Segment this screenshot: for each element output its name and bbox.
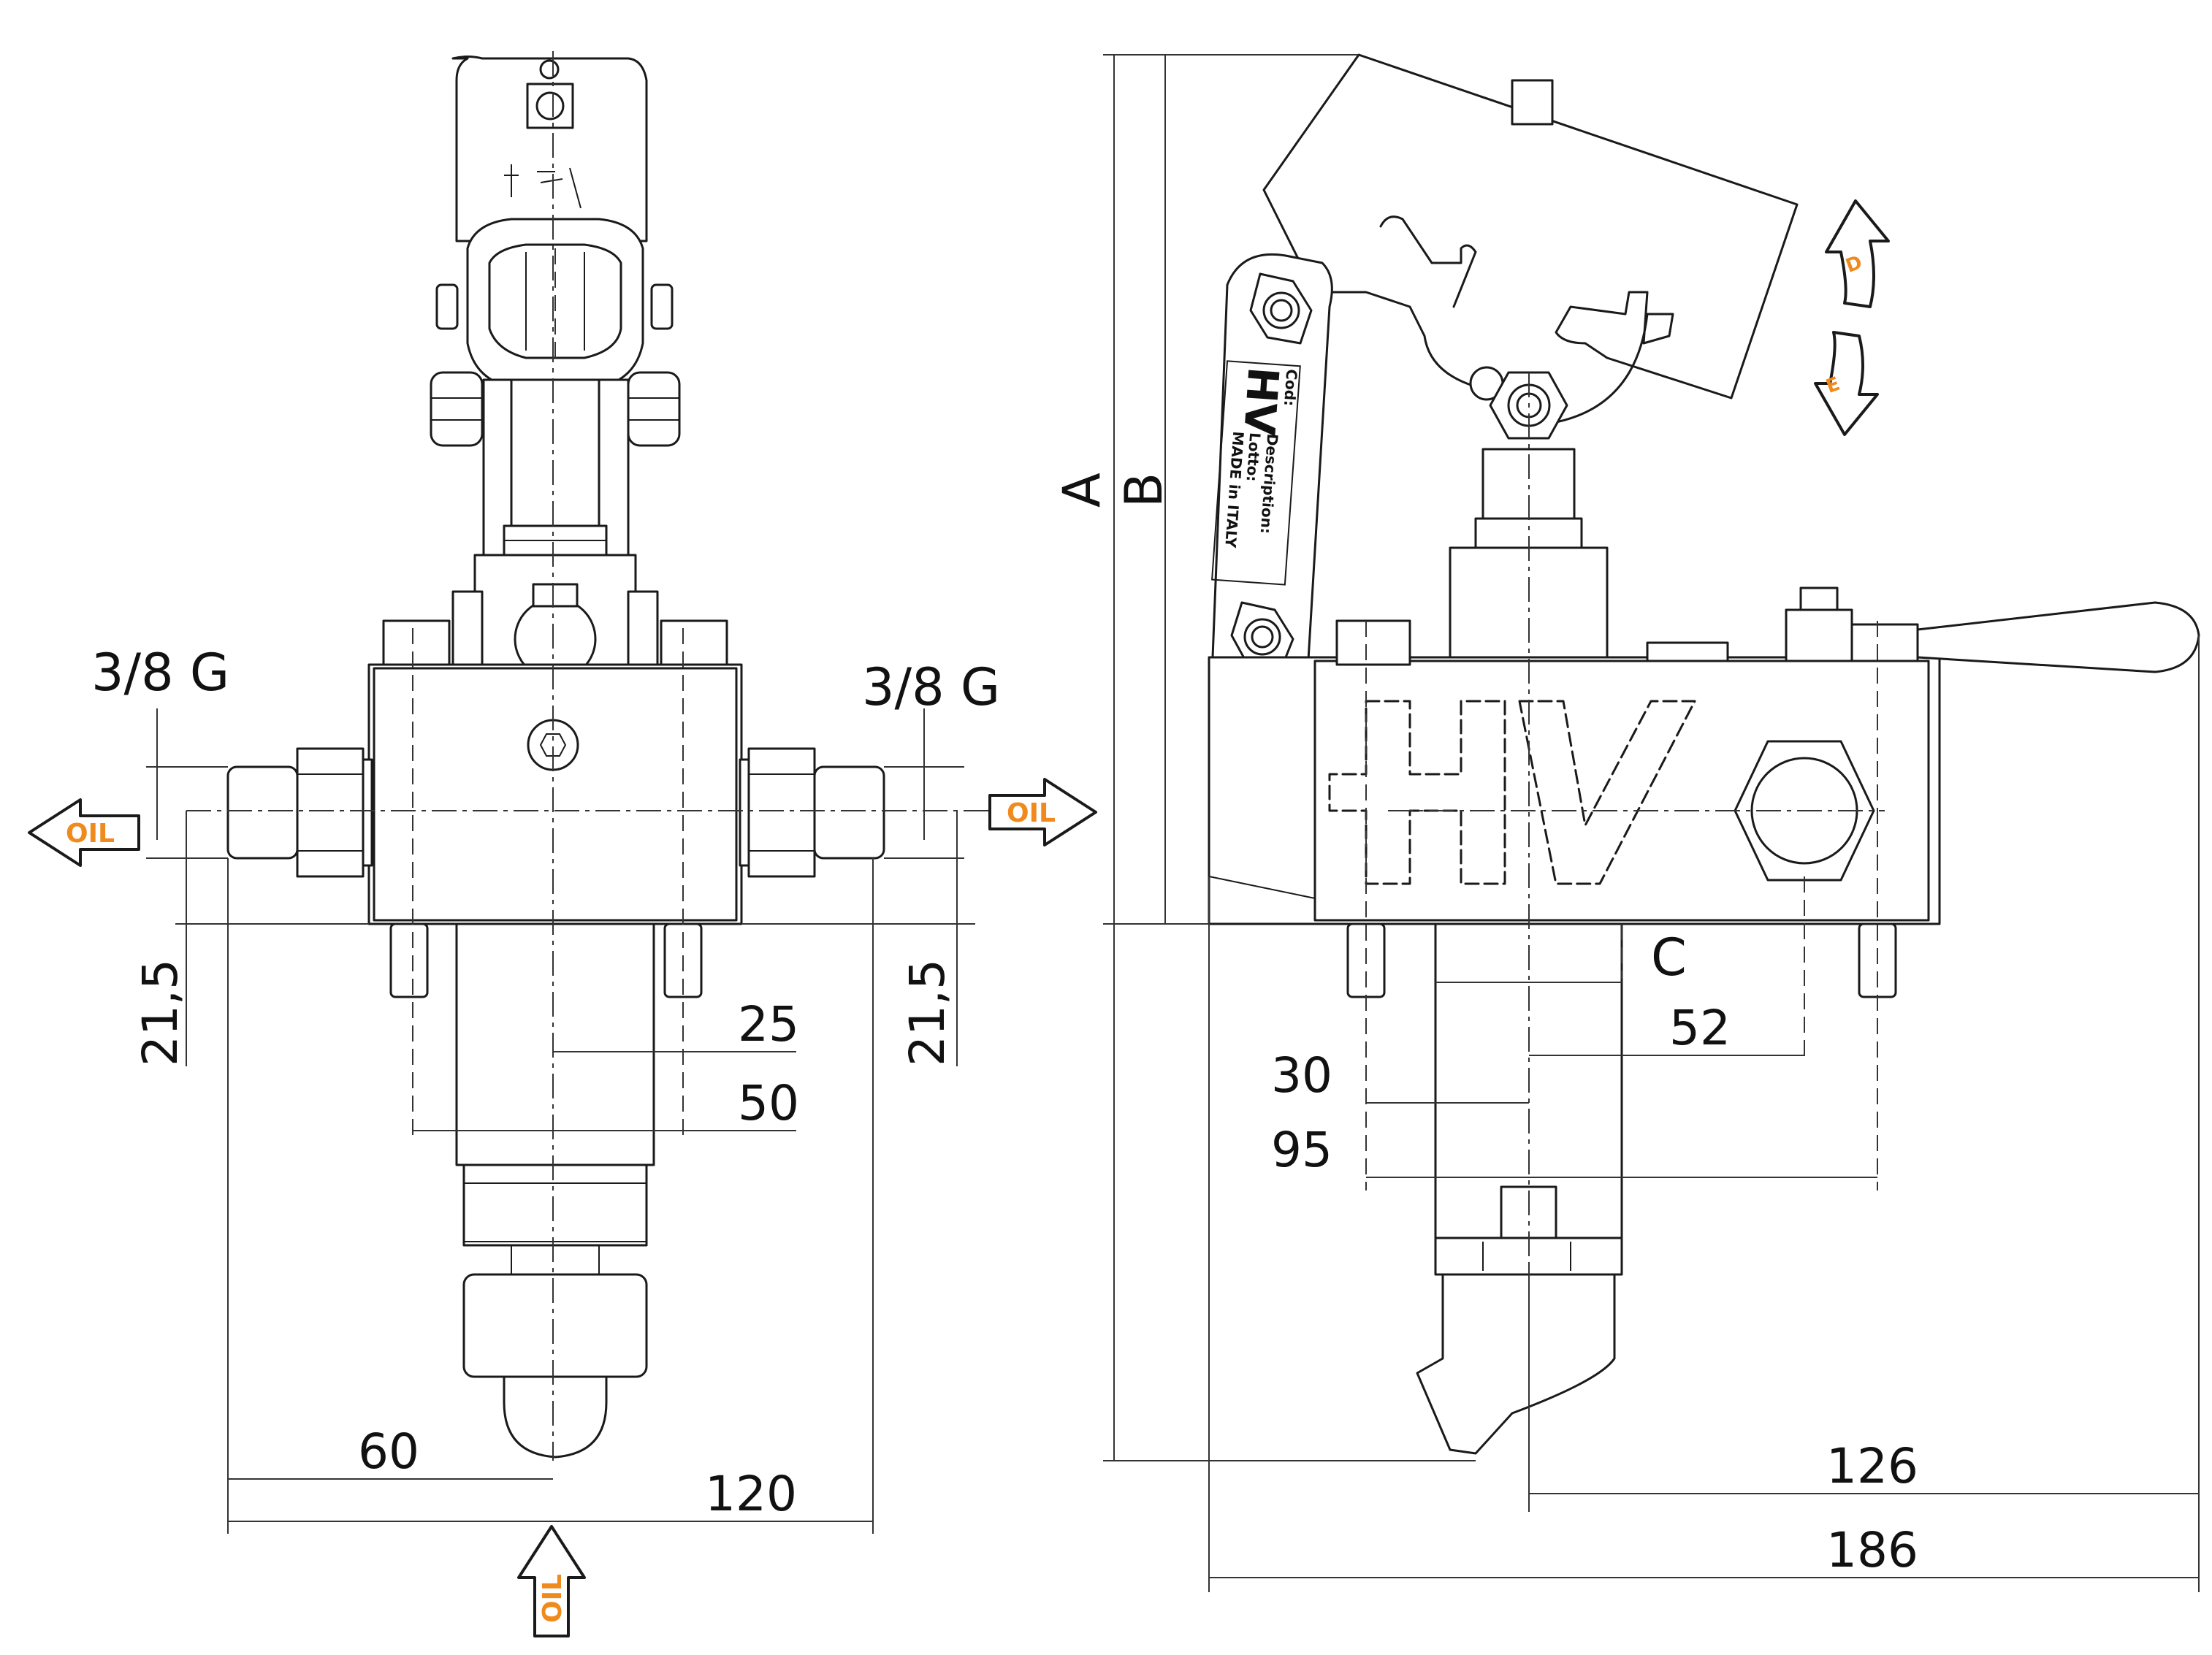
side-top-tab-left xyxy=(1335,619,1411,666)
release-valve-stem xyxy=(1850,623,1919,662)
port-size-right: 3/8 G xyxy=(862,657,1000,717)
dim-30: 30 xyxy=(1271,1047,1332,1104)
release-valve-cap xyxy=(1799,586,1839,611)
direction-arrow-d: D xyxy=(1825,199,1890,308)
dim-25: 25 xyxy=(738,996,799,1052)
lever-stop xyxy=(1511,79,1554,126)
dim-C: C xyxy=(1651,928,1687,987)
dim-126: 126 xyxy=(1826,1438,1918,1494)
side-view-dimensions: A B C 52 30 95 126 186 xyxy=(1052,54,2200,1592)
body-logo: HV xyxy=(1328,700,1696,885)
reservoir-lower xyxy=(462,1163,648,1247)
dim-50: 50 xyxy=(738,1075,799,1131)
nut-left xyxy=(430,371,484,447)
port-nut-left xyxy=(296,747,365,878)
handle-socket xyxy=(451,56,648,242)
release-valve-body xyxy=(1785,608,1853,662)
svg-text:HV: HV xyxy=(1234,365,1288,437)
side-reservoir-cap xyxy=(1416,1273,1616,1455)
svg-text:OIL: OIL xyxy=(1007,798,1056,828)
dim-60: 60 xyxy=(358,1423,419,1480)
reservoir-dome xyxy=(503,1375,608,1459)
lever-slot xyxy=(1379,215,1477,308)
clevis-bolt-right xyxy=(650,283,674,330)
svg-text:OIL: OIL xyxy=(66,819,115,849)
nut-right xyxy=(627,371,681,447)
height-left-label: 21,5 xyxy=(132,959,188,1066)
release-valve-handle xyxy=(1916,601,2200,673)
top-tab-left xyxy=(382,619,451,666)
port-fitting-left xyxy=(226,765,299,860)
svg-text:Cod:: Cod: xyxy=(1281,369,1300,407)
dim-186: 186 xyxy=(1826,1522,1918,1578)
port-size-left: 3/8 G xyxy=(91,643,229,703)
port-nut-right xyxy=(747,747,816,878)
svg-text:OIL: OIL xyxy=(538,1574,568,1623)
oil-arrow-right: OIL xyxy=(988,778,1097,846)
knob-cap xyxy=(532,583,579,608)
dim-95: 95 xyxy=(1271,1122,1332,1178)
dim-52: 52 xyxy=(1669,1000,1731,1056)
front-view-dimensions: 3/8 G 3/8 G 21,5 21,5 25 50 60 120 xyxy=(91,643,1000,1534)
oil-arrow-left: OIL xyxy=(28,798,140,867)
height-right-label: 21,5 xyxy=(899,959,956,1066)
lever-arm xyxy=(1262,53,1799,425)
clevis-bolt-left xyxy=(435,283,459,330)
link-nut-top xyxy=(1249,272,1313,345)
side-top-tab-mid xyxy=(1646,641,1729,662)
piston-rod xyxy=(510,378,600,527)
pump-body xyxy=(367,663,743,925)
port-fitting-right xyxy=(813,765,885,860)
handle-pin-hole xyxy=(539,59,560,80)
side-nut-right xyxy=(627,590,659,666)
reservoir-cap xyxy=(462,1273,648,1378)
direction-arrow-e: E xyxy=(1814,331,1879,436)
dim-120: 120 xyxy=(705,1466,797,1522)
top-tab-right xyxy=(660,619,728,666)
reservoir-upper xyxy=(455,922,655,1166)
dim-A: A xyxy=(1052,473,1112,508)
dim-B: B xyxy=(1114,473,1174,508)
foot-pin-left xyxy=(389,922,429,998)
side-view: HV Description: Cod: Lotto: MADE in ITAL… xyxy=(1208,53,2200,1461)
oil-arrow-bottom: OIL xyxy=(517,1525,586,1637)
side-nut-left xyxy=(451,590,484,666)
handle-hex-screw xyxy=(526,83,574,129)
svg-text:Lotto:: Lotto: xyxy=(1243,432,1265,482)
front-view xyxy=(186,51,1074,1461)
handle-logo-mark xyxy=(504,164,581,209)
